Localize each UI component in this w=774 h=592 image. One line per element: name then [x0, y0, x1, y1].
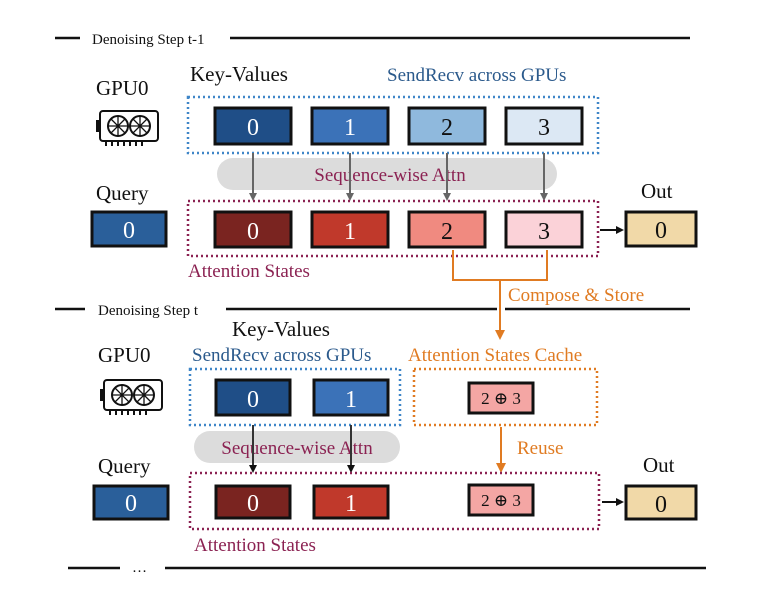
svg-text:0: 0	[655, 492, 667, 518]
step1-query-block: 0	[90, 210, 168, 248]
svg-text:0: 0	[655, 218, 667, 244]
svg-text:1: 1	[345, 491, 357, 517]
svg-text:1: 1	[345, 387, 357, 413]
gpu-icon	[100, 379, 163, 415]
svg-text:2: 2	[441, 115, 453, 141]
step1-attn-group	[186, 199, 600, 258]
svg-text:0: 0	[125, 491, 137, 517]
step2-kv-block-0: 0	[214, 378, 292, 417]
step1-kv-block-0: 0	[213, 106, 293, 146]
step1-kv-label: Key-Values	[190, 62, 288, 86]
compose-store-label: Compose & Store	[508, 285, 644, 306]
step1-section: Denoising Step t-1 GPU0 Key-Values SendR…	[55, 32, 698, 282]
step2-kv-block-1: 1	[312, 378, 390, 417]
step2-attn-block-0: 0	[214, 484, 292, 520]
step2-query-label: Query	[98, 454, 151, 478]
step1-kv-block-2: 2	[407, 106, 487, 146]
svg-text:1: 1	[344, 219, 356, 245]
footer-divider: …	[68, 560, 706, 576]
step2-attn-cached-block: 2 ⊕ 3	[467, 483, 535, 517]
compose-store-connector: Compose & Store	[452, 250, 644, 340]
step2-query-block: 0	[92, 484, 170, 521]
step1-out-label: Out	[641, 179, 673, 203]
step1-sendrecv-label: SendRecv across GPUs	[387, 65, 566, 86]
svg-text:0: 0	[247, 115, 259, 141]
cache-block: 2 ⊕ 3	[467, 381, 535, 415]
cache-label: Attention States Cache	[408, 345, 582, 366]
step2-seq-attn-band	[194, 431, 400, 463]
step1-seq-attn-label: Sequence-wise Attn	[314, 165, 466, 186]
step1-kv-block-1: 1	[310, 106, 390, 146]
step1-attn-block-1: 1	[310, 210, 390, 249]
step2-title: Denoising Step t	[98, 303, 199, 319]
svg-text:1: 1	[344, 115, 356, 141]
step2-seq-attn-label: Sequence-wise Attn	[221, 438, 373, 459]
svg-text:3: 3	[538, 115, 550, 141]
svg-text:0: 0	[123, 218, 135, 244]
step1-kv-block-3: 3	[504, 106, 584, 146]
step1-attn-block-3: 3	[504, 210, 584, 249]
step2-gpu-label: GPU0	[98, 343, 151, 367]
step2-attn-states-label: Attention States	[194, 535, 316, 556]
step2-out-label: Out	[643, 453, 675, 477]
reuse-label: Reuse	[517, 438, 563, 459]
step1-attn-block-2: 2	[407, 210, 487, 249]
step2-out-block: 0	[624, 484, 698, 521]
step2-attn-block-1: 1	[312, 484, 390, 520]
step1-title: Denoising Step t-1	[92, 32, 205, 48]
step1-attn-states-label: Attention States	[188, 261, 310, 282]
step1-query-label: Query	[96, 181, 149, 205]
step1-out-block: 0	[624, 210, 698, 248]
step1-seq-attn-band	[217, 158, 557, 190]
step2-section: Denoising Step t Key-Values GPU0 SendRec…	[55, 303, 698, 556]
step1-kv-group	[186, 95, 600, 155]
step2-kv-group	[188, 367, 402, 427]
gpu-icon	[96, 110, 159, 146]
step2-attn-group	[188, 471, 601, 531]
svg-text:3: 3	[538, 219, 550, 245]
svg-text:2 ⊕ 3: 2 ⊕ 3	[481, 491, 521, 510]
footer-ellipsis: …	[132, 560, 147, 576]
step2-sendrecv-label: SendRecv across GPUs	[192, 345, 371, 366]
cache-group	[412, 367, 599, 427]
step2-kv-label: Key-Values	[232, 317, 330, 341]
step1-attn-block-0: 0	[213, 210, 293, 249]
step1-gpu-label: GPU0	[96, 76, 149, 100]
svg-text:0: 0	[247, 491, 259, 517]
svg-text:0: 0	[247, 219, 259, 245]
svg-text:2 ⊕ 3: 2 ⊕ 3	[481, 389, 521, 408]
svg-text:0: 0	[247, 387, 259, 413]
svg-text:2: 2	[441, 219, 453, 245]
